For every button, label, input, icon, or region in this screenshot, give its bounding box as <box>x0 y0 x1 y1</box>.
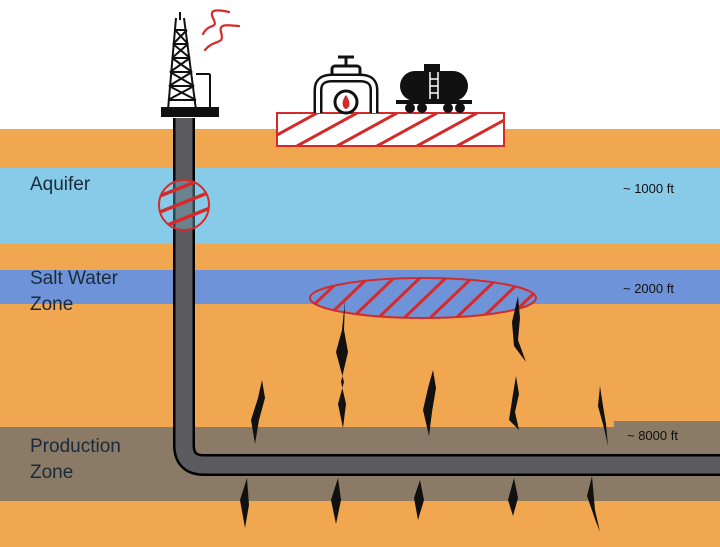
fracture <box>251 380 265 444</box>
fracture <box>240 478 249 528</box>
depth-label-2000: ~ 2000 ft <box>623 281 674 296</box>
fracture <box>512 296 526 362</box>
depth-label-1000: ~ 1000 ft <box>623 181 674 196</box>
fracture-icon <box>240 296 608 532</box>
fracture <box>598 386 608 446</box>
salt-water-hatch <box>309 277 537 319</box>
aquifer-layer <box>0 168 720 244</box>
wellhead-valve-icon <box>313 55 379 115</box>
smoke-icon <box>201 9 241 52</box>
aquifer-label: Aquifer <box>30 174 91 195</box>
tanker-truck-icon <box>396 64 472 113</box>
fracture <box>587 476 600 532</box>
fracture <box>414 480 424 520</box>
well-bore <box>173 118 720 476</box>
fracture <box>508 478 518 516</box>
salt-water-zone-label: Salt Water Zone <box>30 268 118 315</box>
fracture <box>336 300 348 428</box>
fracture <box>423 370 436 436</box>
sky <box>0 0 720 129</box>
production-zone-label: Production Zone <box>30 436 121 483</box>
depth-tab-8000 <box>614 421 720 447</box>
depth-label-8000: ~ 8000 ft <box>627 428 678 443</box>
fracture <box>331 478 341 524</box>
drilling-rig-icon <box>161 12 219 117</box>
fracture <box>509 376 519 430</box>
